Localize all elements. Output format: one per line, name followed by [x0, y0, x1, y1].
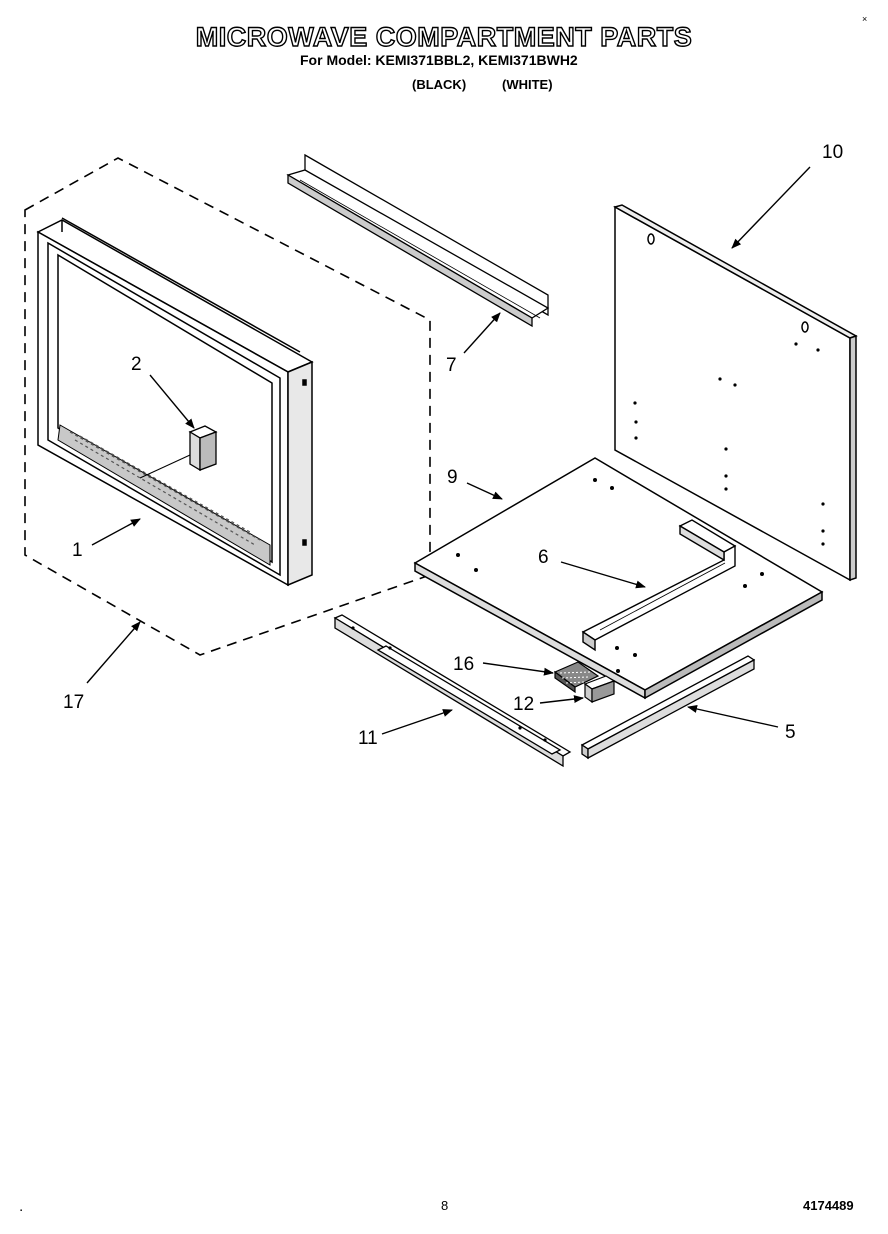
corner-mark-top: ×: [862, 14, 868, 24]
callout-7: 7: [446, 355, 457, 376]
block-part-12: [583, 675, 616, 704]
leader-lines: [86, 166, 811, 735]
variant-white: (WHITE): [502, 77, 553, 92]
back-panel-part-10: [613, 204, 858, 582]
leader-16: [482, 662, 554, 676]
leader-5: [687, 705, 779, 728]
rail-part-11: [333, 614, 572, 768]
leader-12: [539, 695, 584, 704]
leader-7: [463, 312, 501, 354]
callout-10: 10: [822, 142, 843, 163]
callout-12: 12: [513, 694, 534, 715]
rail-part-5: [580, 655, 756, 760]
callout-1: 1: [72, 540, 83, 561]
callout-5: 5: [785, 722, 796, 743]
page-title: MICROWAVE COMPARTMENT PARTS: [195, 21, 693, 52]
callout-11: 11: [358, 728, 378, 749]
callout-17: 17: [63, 692, 84, 713]
callout-6: 6: [538, 547, 549, 568]
leader-2: [149, 374, 195, 429]
model-subtitle: For Model: KEMI371BBL2, KEMI371BWH2: [300, 52, 578, 68]
leader-9: [466, 482, 503, 500]
variant-black: (BLACK): [412, 77, 467, 92]
dashed-enclosure-17: [24, 157, 431, 656]
frame-part-1: [36, 217, 314, 587]
leader-10: [731, 166, 811, 249]
pad-part-16: [553, 661, 600, 694]
leader-11: [381, 709, 453, 735]
leader-6: [560, 561, 646, 589]
leader-17: [86, 621, 141, 684]
channel-part-6: [581, 519, 737, 652]
floor-plate-part-9: [413, 457, 824, 700]
callout-9: 9: [447, 467, 458, 488]
leader-1: [91, 518, 141, 546]
corner-mark-bottom: ▪: [20, 1208, 23, 1214]
page-number: 8: [441, 1198, 449, 1213]
doc-number: 4174489: [803, 1198, 854, 1213]
callout-2: 2: [131, 354, 142, 375]
callout-16: 16: [453, 654, 474, 675]
block-part-2: [139, 425, 218, 479]
rail-part-7: [286, 153, 550, 328]
